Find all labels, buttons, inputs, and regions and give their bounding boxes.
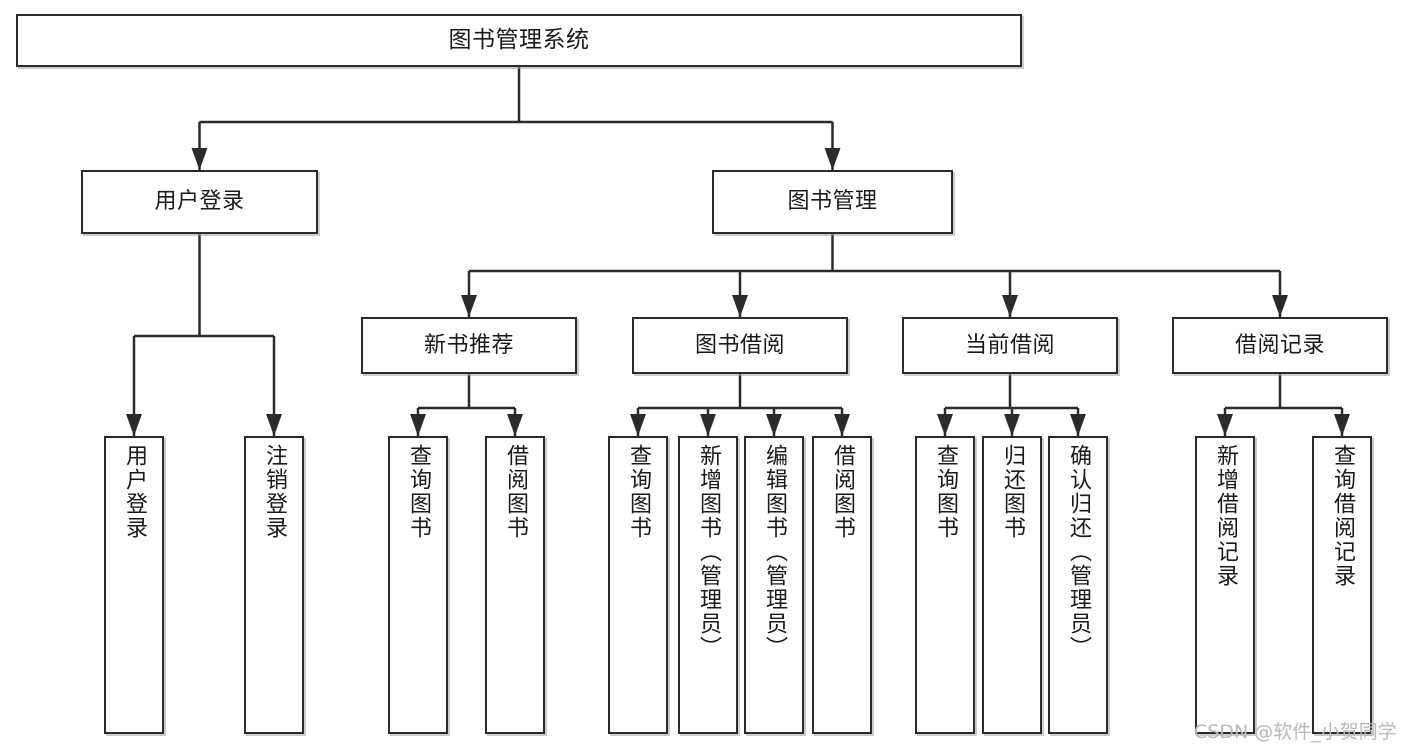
node-book-borrow[interactable]: 图书借阅 <box>632 317 848 374</box>
node-label: 当前借阅 <box>964 332 1055 358</box>
node-label: 查询图书 <box>406 444 431 540</box>
node-root[interactable]: 图书管理系统 <box>16 14 1022 67</box>
node-label: 图书管理 <box>787 189 878 215</box>
node-label: 归还图书 <box>1000 444 1025 540</box>
node-label: 查询图书 <box>626 444 651 540</box>
node-leaf-query-book-3[interactable]: 查询图书 <box>915 436 975 734</box>
arrowhead-icon-leaf-logout <box>266 414 282 436</box>
arrowhead-icon-leaf-query-book-2 <box>630 414 646 436</box>
node-borrow-record[interactable]: 借阅记录 <box>1172 317 1388 374</box>
node-leaf-return-book[interactable]: 归还图书 <box>982 436 1042 734</box>
node-leaf-confirm-return[interactable]: 确认归还（管理员） <box>1048 436 1108 734</box>
node-current-borrow[interactable]: 当前借阅 <box>902 317 1118 374</box>
node-leaf-user-login[interactable]: 用户登录 <box>104 436 164 734</box>
node-leaf-borrow-book-1[interactable]: 借阅图书 <box>485 436 545 734</box>
node-label: 借阅图书 <box>503 444 528 540</box>
node-label: 编辑图书（管理员） <box>762 444 787 660</box>
node-label: 新增借阅记录 <box>1213 444 1238 588</box>
node-book-manage[interactable]: 图书管理 <box>712 170 953 234</box>
arrowhead-icon-leaf-add-record <box>1217 414 1233 436</box>
arrowhead-icon-leaf-return-book <box>1004 414 1020 436</box>
node-label: 借阅图书 <box>830 444 855 540</box>
node-leaf-query-book-1[interactable]: 查询图书 <box>388 436 448 734</box>
arrowhead-icon-leaf-query-book-3 <box>937 414 953 436</box>
node-leaf-add-book[interactable]: 新增图书（管理员） <box>678 436 738 734</box>
arrowhead-icon-leaf-borrow-book-2 <box>834 414 850 436</box>
node-label: 用户登录 <box>122 444 147 540</box>
node-label: 确认归还（管理员） <box>1066 444 1091 660</box>
node-label: 图书借阅 <box>694 332 785 358</box>
arrowhead-icon-leaf-query-book-1 <box>410 414 426 436</box>
node-new-book-rec[interactable]: 新书推荐 <box>361 317 577 374</box>
node-leaf-add-record[interactable]: 新增借阅记录 <box>1195 436 1255 734</box>
arrowhead-icon-new-book-rec <box>461 295 477 317</box>
node-label: 新增图书（管理员） <box>696 444 721 660</box>
node-label: 注销登录 <box>262 444 287 540</box>
arrowhead-icon-leaf-edit-book <box>766 414 782 436</box>
arrowhead-icon-user-login <box>191 148 208 170</box>
node-label: 用户登录 <box>154 189 245 215</box>
arrowhead-icon-leaf-confirm-return <box>1070 414 1086 436</box>
arrowhead-icon-leaf-borrow-book-1 <box>507 414 523 436</box>
node-leaf-query-record[interactable]: 查询借阅记录 <box>1312 436 1372 734</box>
node-leaf-borrow-book-2[interactable]: 借阅图书 <box>812 436 872 734</box>
node-leaf-query-book-2[interactable]: 查询图书 <box>608 436 668 734</box>
arrowhead-icon-leaf-query-record <box>1334 414 1350 436</box>
node-label: 查询借阅记录 <box>1330 444 1355 588</box>
arrowhead-icon-leaf-add-book <box>700 414 716 436</box>
node-label: 新书推荐 <box>423 332 514 358</box>
arrowhead-icon-book-manage <box>824 148 841 170</box>
node-user-login[interactable]: 用户登录 <box>81 170 318 234</box>
arrowhead-icon-book-borrow <box>732 295 748 317</box>
arrowhead-icon-leaf-user-login <box>126 414 142 436</box>
arrowhead-icon-borrow-record <box>1272 295 1288 317</box>
node-label: 借阅记录 <box>1234 332 1325 358</box>
arrowhead-icon-current-borrow <box>1002 295 1018 317</box>
node-label: 查询图书 <box>933 444 958 540</box>
node-label: 图书管理系统 <box>448 27 590 54</box>
node-leaf-logout[interactable]: 注销登录 <box>244 436 304 734</box>
node-leaf-edit-book[interactable]: 编辑图书（管理员） <box>744 436 804 734</box>
